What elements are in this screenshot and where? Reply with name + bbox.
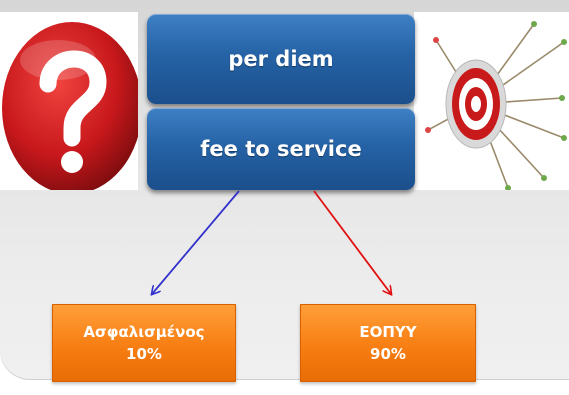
eopyy-share: 90%: [370, 345, 406, 363]
fee-to-service-box: fee to service: [147, 108, 415, 190]
insured-name: Ασφαλισμένος: [83, 323, 205, 341]
question-mark-icon: [2, 22, 142, 194]
per-diem-label: per diem: [228, 47, 334, 71]
question-image: [0, 12, 142, 194]
arrow-to-insured: [152, 190, 240, 294]
insured-share: 10%: [126, 345, 162, 363]
target-image: [414, 12, 569, 191]
fee-to-service-label: fee to service: [200, 137, 362, 161]
eopyy-name: ΕΟΠΥΥ: [359, 323, 417, 341]
eopyy-box: ΕΟΠΥΥ 90%: [300, 304, 476, 382]
insured-box: Ασφαλισμένος 10%: [52, 304, 236, 382]
per-diem-box: per diem: [147, 14, 415, 104]
target-darts-icon: [425, 21, 567, 191]
arrow-to-eopyy: [313, 190, 391, 294]
